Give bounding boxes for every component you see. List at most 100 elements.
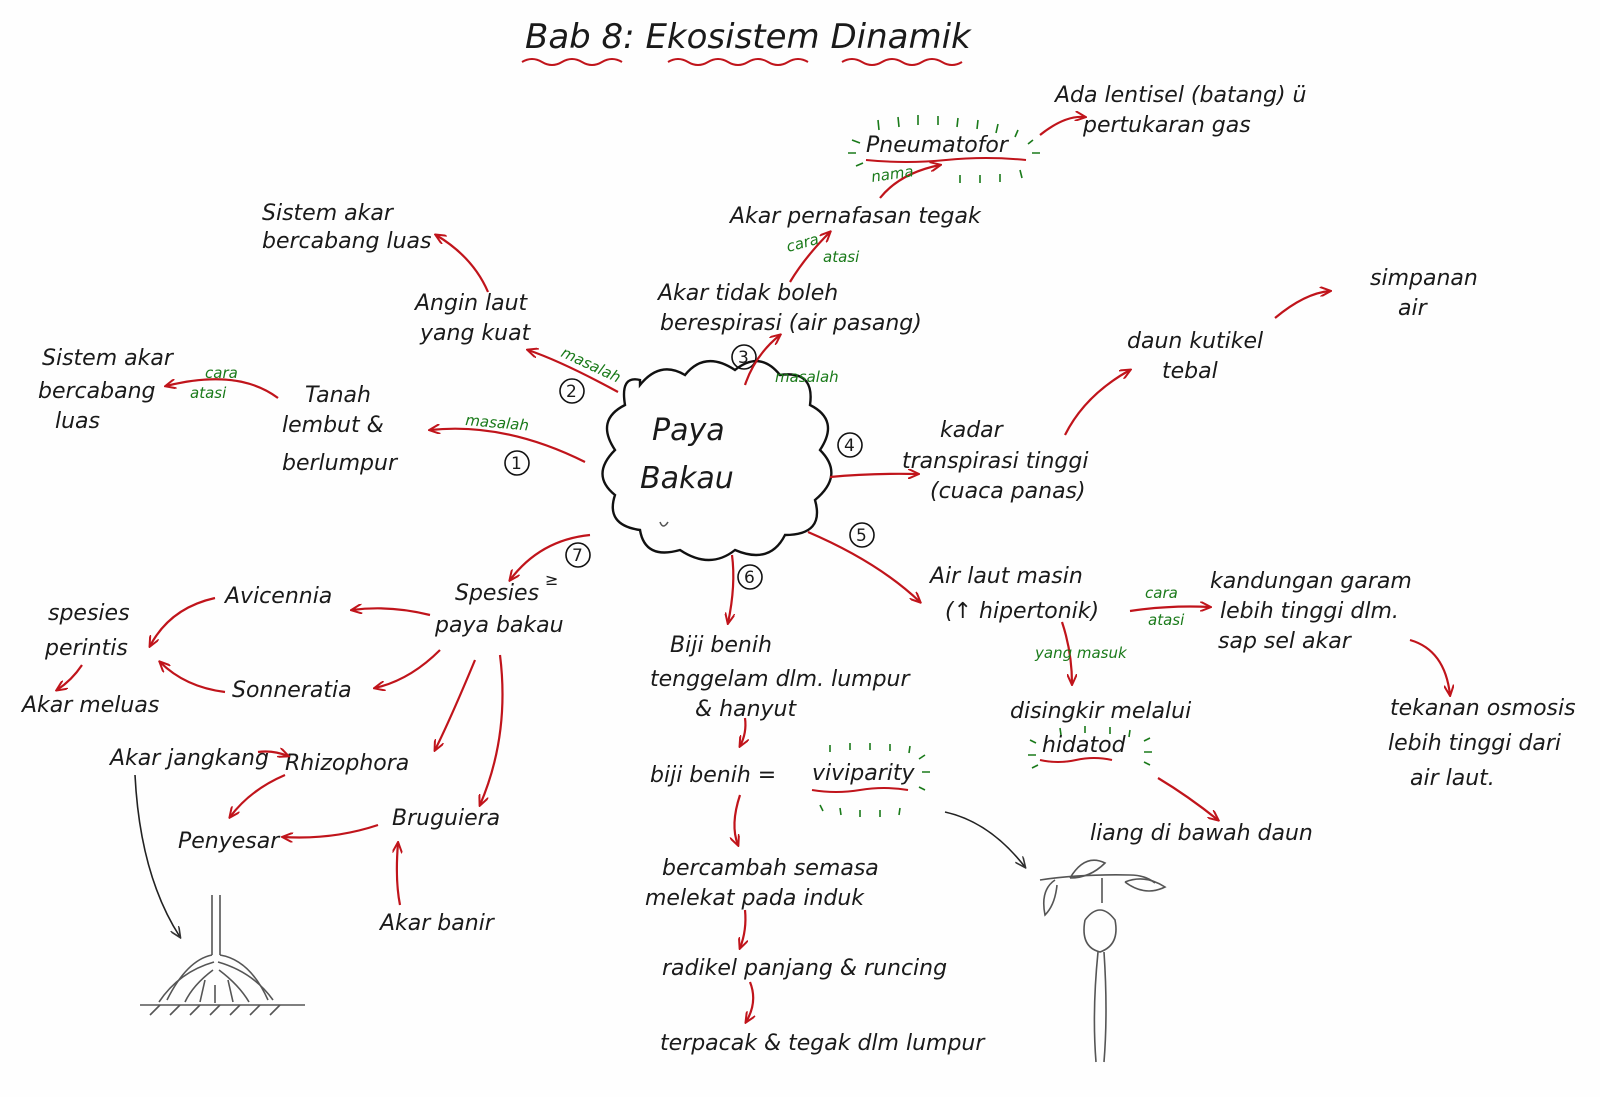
number-badge-3: 3 (731, 344, 757, 370)
b1-problem-line3: berlumpur (282, 451, 399, 476)
arrow-b6-down-2 (734, 794, 742, 845)
arrow-avicennia-to-pioneer (150, 596, 216, 646)
svg-text:4: 4 (844, 436, 855, 456)
b6-step3: terpacak & tegak dlm lumpur (660, 1031, 986, 1056)
label-yang-masuk: yang masuk (1034, 644, 1128, 662)
b6-term-highlight-dashes (819, 743, 930, 817)
b3-problem-line1: Akar tidak boleh (656, 281, 838, 306)
b2-problem-line1: Angin laut (413, 291, 529, 316)
arrow-center-to-b1 (430, 429, 586, 463)
b3-name-highlight-dashes (848, 115, 1040, 183)
label-nama-b3: nama (870, 162, 915, 186)
arrow-b5-to-excrete (1060, 621, 1072, 684)
number-badge-6: 6 (737, 564, 763, 590)
arrow-b5-to-result (1409, 638, 1450, 695)
svg-text:5: 5 (856, 526, 867, 546)
b5-problem-line2: (↑ hipertonik) (945, 599, 1099, 624)
arrow-b7-to-avicennia (352, 608, 431, 617)
b5-solution-line1: kandungan garam (1210, 569, 1412, 594)
arrow-prop-root-to-sketch (134, 774, 180, 937)
b4-solution-line1: daun kutikel (1127, 329, 1263, 354)
pioneer-line1: spesies (48, 601, 130, 626)
b4-problem-line3: (cuaca panas) (930, 479, 1086, 504)
title-underline-2 (667, 58, 809, 66)
arrow-center-to-b3 (743, 335, 780, 386)
svg-text:6: 6 (744, 568, 755, 588)
label-masalah-b1: masalah (465, 411, 530, 434)
b5-result-line3: air laut. (1410, 766, 1495, 791)
buttress-label: Akar banir (378, 911, 496, 936)
seedling-sketch (1039, 859, 1167, 1063)
b2-solution-line1: Sistem akar (262, 201, 395, 226)
number-badge-1: 1 (504, 450, 530, 476)
arrow-center-to-b6 (728, 554, 733, 623)
b1-problem-line1: Tanah (305, 383, 371, 408)
b7-heading-symbol: ≥ (545, 570, 558, 589)
central-topic-line2: Bakau (640, 461, 734, 496)
b5-solution-line2: lebih tinggi dlm. (1220, 599, 1399, 624)
label-masalah-b3: masalah (775, 368, 839, 386)
arrow-b1-to-solution (166, 378, 279, 399)
species-sonneratia: Sonneratia (232, 678, 352, 703)
svg-text:7: 7 (572, 546, 583, 566)
arrow-b3-to-name (879, 165, 940, 199)
arrow-pioneer-to-root (57, 664, 83, 690)
arrow-center-to-b7 (510, 533, 591, 580)
arrow-bruguiera-to-colonizer (283, 823, 379, 838)
label-cara-b5: cara (1145, 584, 1178, 602)
svg-text:1: 1 (511, 454, 522, 474)
species-bruguiera: Bruguiera (392, 806, 500, 831)
central-cloud-shape (601, 360, 833, 562)
title-underline-1 (521, 58, 623, 66)
arrow-center-to-b2 (528, 350, 619, 393)
label-atasi-b1: atasi (190, 384, 227, 402)
number-badge-2: 2 (559, 378, 585, 404)
arrow-b4-to-solution (1064, 370, 1130, 436)
arrow-b6-down-4 (746, 981, 753, 1022)
b1-solution-line1: Sistem akar (42, 346, 175, 371)
b2-problem-line2: yang kuat (419, 321, 532, 346)
b5-location: liang di bawah daun (1090, 821, 1313, 846)
b4-problem-line2: transpirasi tinggi (902, 449, 1088, 474)
b5-excrete-line2: hidatod (1042, 733, 1127, 758)
b7-heading-line1: Spesies (455, 581, 539, 606)
b5-hidatod-highlight-dashes (1028, 726, 1152, 769)
b4-result-line2: air (1398, 296, 1429, 321)
arrow-sonneratia-to-pioneer (160, 662, 226, 694)
label-atasi-b3: atasi (823, 248, 860, 266)
arrow-b2-to-solution (436, 235, 490, 293)
prop-root-label: Akar jangkang (108, 746, 269, 771)
title-underline-3 (841, 58, 963, 66)
b6-problem-line2: tenggelam dlm. lumpur (650, 667, 911, 692)
number-badge-7: 7 (565, 542, 591, 568)
svg-text:3: 3 (738, 348, 749, 368)
arrow-b4-to-result (1274, 291, 1330, 319)
b3-name-pneumatofor: Pneumatofor (866, 133, 1010, 158)
arrow-b7-to-sonneratia (375, 649, 441, 688)
central-topic-line1: Paya (652, 413, 725, 448)
b6-term-left: biji benih = (650, 763, 776, 788)
arrow-b7-to-rhizophora (435, 659, 477, 750)
b5-result-line2: lebih tinggi dari (1388, 731, 1561, 756)
b5-problem-line1: Air laut masin (928, 564, 1083, 589)
b6-step2: radikel panjang & runcing (662, 956, 947, 981)
arrow-b7-to-bruguiera (480, 654, 504, 805)
species-rhizophora: Rhizophora (285, 751, 409, 776)
arrow-b5-to-location (1157, 777, 1218, 820)
number-badge-4: 4 (837, 432, 863, 458)
label-cara-b3: cara (784, 230, 820, 256)
b5-solution-line3: sap sel akar (1218, 629, 1353, 654)
b6-term-viviparity: viviparity (812, 761, 915, 786)
arrow-b5-to-solution (1129, 607, 1210, 612)
arrow-center-to-b5 (807, 530, 920, 602)
b3-detail-line1: Ada lentisel (batang) ü (1053, 83, 1307, 108)
b6-term-underline (811, 787, 909, 793)
number-badge-5: 5 (849, 522, 875, 548)
b4-problem-line1: kadar (940, 418, 1005, 443)
b1-solution-line2: bercabang (38, 379, 156, 404)
arrow-b6-down-3 (740, 909, 745, 948)
b6-step1-line1: bercambah semasa (662, 856, 879, 881)
arrow-center-to-b4 (829, 474, 918, 477)
colonizer-label: Penyesar (178, 829, 281, 854)
pioneer-root: Akar meluas (20, 693, 159, 718)
